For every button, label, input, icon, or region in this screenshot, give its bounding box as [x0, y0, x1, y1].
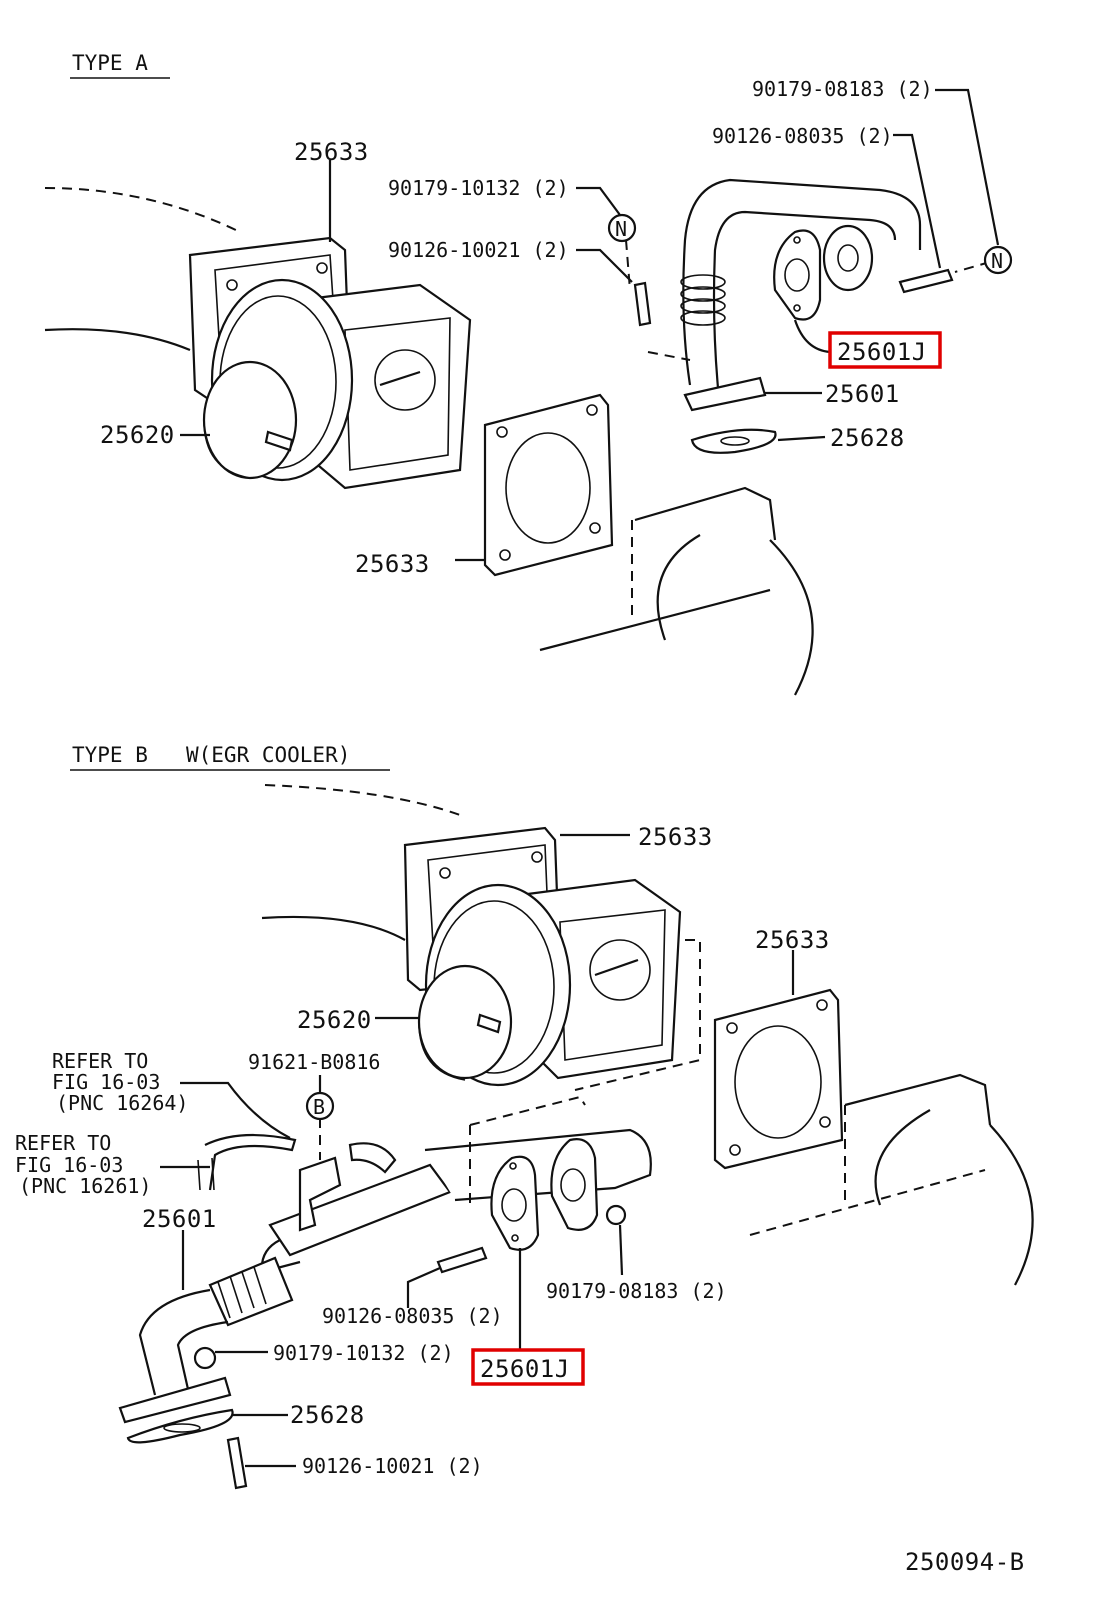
label-25601j: 25601J	[837, 338, 927, 366]
nut-90179-10132	[193, 1346, 217, 1370]
gasket-25628	[126, 1408, 234, 1444]
label-25633: 25633	[638, 823, 713, 851]
label-90179-10132: 90179-10132 (2)	[273, 1341, 454, 1365]
refer-note-16261-line3: (PNC 16261)	[19, 1174, 151, 1198]
label-90126-08035: 90126-08035 (2)	[322, 1304, 503, 1328]
type-a-title: TYPE A	[72, 51, 148, 75]
refer-note-16261-line2: FIG 16-03	[15, 1153, 123, 1177]
egr-pipe-25601	[680, 178, 922, 412]
label-90179-08183: 90179-08183 (2)	[546, 1279, 727, 1303]
gasket-25601j	[490, 1155, 540, 1251]
label-25633: 25633	[355, 550, 430, 578]
stud-90126-08035	[436, 1246, 488, 1274]
label-90126-10021: 90126-10021 (2)	[302, 1454, 483, 1478]
label-25601j: 25601J	[480, 1355, 570, 1383]
refer-note-16264-line3: (PNC 16264)	[56, 1091, 188, 1115]
type-b-section: TYPE B W(EGR COOLER)	[15, 743, 1034, 1490]
label-90179-10132: 90179-10132 (2)	[388, 176, 569, 200]
marker-b-label: B	[313, 1095, 325, 1119]
label-91621-b0816: 91621-B0816	[248, 1050, 380, 1074]
stud-90126-10021	[633, 281, 652, 327]
refer-note-16264-line1: REFER TO	[52, 1049, 148, 1073]
refer-note-16264-line2: FIG 16-03	[52, 1070, 160, 1094]
marker-n-label: N	[615, 217, 627, 241]
label-90179-08183: 90179-08183 (2)	[752, 77, 933, 101]
marker-n-icon	[983, 245, 1013, 275]
marker-n-icon	[607, 213, 637, 243]
gasket-25633-front	[483, 393, 614, 577]
egr-valve-25620	[202, 278, 472, 490]
stud-90126-10021	[226, 1436, 248, 1490]
label-25628: 25628	[290, 1401, 365, 1429]
type-a-section: TYPE A	[44, 51, 1013, 696]
nut-90179-08183	[605, 1204, 627, 1226]
label-25620: 25620	[297, 1006, 372, 1034]
label-90126-08035: 90126-08035 (2)	[712, 124, 893, 148]
stud-90126-08035	[898, 268, 954, 294]
type-b-title: TYPE B	[72, 743, 148, 767]
refer-note-16261-line1: REFER TO	[15, 1131, 111, 1155]
type-b-subtitle: W(EGR COOLER)	[186, 743, 350, 767]
pipe-flange	[550, 1138, 599, 1231]
label-25620: 25620	[100, 421, 175, 449]
highlight-box	[471, 1348, 585, 1386]
label-25633: 25633	[294, 138, 369, 166]
gasket-25601j	[773, 229, 822, 321]
label-25601: 25601	[142, 1205, 217, 1233]
gasket-25633-right	[713, 988, 844, 1170]
gasket-25628	[690, 428, 777, 454]
label-25628: 25628	[830, 424, 905, 452]
diagram-code: 250094-B	[905, 1548, 1025, 1576]
egr-valve-25620	[417, 878, 682, 1087]
label-25633: 25633	[755, 926, 830, 954]
marker-n-label: N	[991, 249, 1003, 273]
label-90126-10021: 90126-10021 (2)	[388, 238, 569, 262]
highlight-box	[828, 331, 942, 369]
marker-b-icon	[305, 1091, 335, 1121]
label-25601: 25601	[825, 380, 900, 408]
